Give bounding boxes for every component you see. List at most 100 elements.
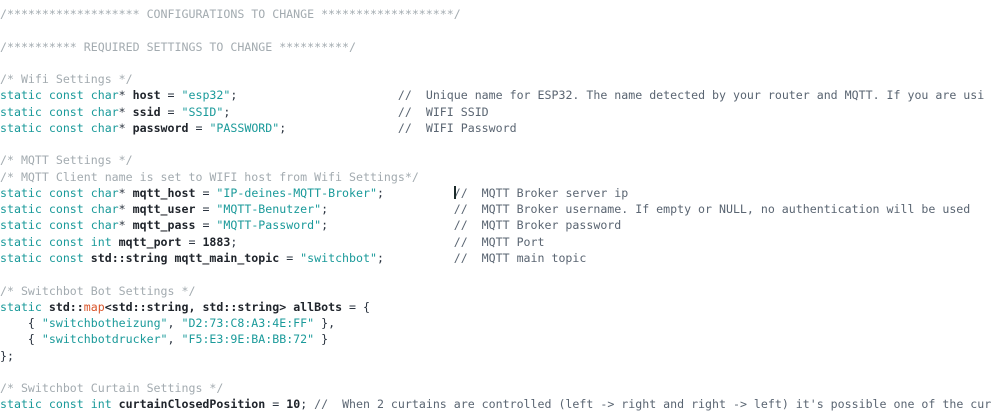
code-line-blank[interactable] — [0, 266, 1007, 282]
comment-gap — [286, 121, 398, 135]
comment-gap — [384, 251, 454, 265]
code-line[interactable]: /* Switchbot Curtain Settings */ — [0, 380, 1007, 396]
code-line[interactable]: static const char* mqtt_host = "IP-deine… — [0, 185, 1007, 201]
token-bcom: /* MQTT Client name is set to WIFI host … — [0, 169, 419, 184]
code-line[interactable]: }; — [0, 348, 1007, 364]
token-punc: }; — [0, 348, 14, 363]
token-plain: * — [118, 104, 133, 119]
token-id: ssid — [132, 104, 161, 119]
code-line[interactable]: static const char* host = "esp32"; // Un… — [0, 87, 1007, 103]
token-id: mqtt_host — [132, 185, 196, 200]
token-punc: ; — [223, 104, 231, 119]
token-id: mqtt_pass — [132, 218, 196, 233]
token-plain: = — [195, 202, 217, 217]
token-kw: static const char — [0, 104, 119, 119]
code-line-blank[interactable] — [0, 364, 1007, 380]
token-plain: * — [118, 185, 133, 200]
code-line[interactable]: static const char* ssid = "SSID"; // WIF… — [0, 104, 1007, 120]
token-kw: static const char — [0, 120, 119, 135]
code-line[interactable]: static std::map<std::string, std::string… — [0, 299, 1007, 315]
token-kw: static const char — [0, 185, 119, 200]
inline-comment: // Unique name for ESP32. The name detec… — [397, 88, 985, 103]
token-id: <std::string, std::string> allBots — [104, 299, 343, 314]
token-punc: } — [314, 332, 329, 347]
code-line[interactable]: /* MQTT Client name is set to WIFI host … — [0, 169, 1007, 185]
token-id: host — [132, 88, 161, 103]
code-line[interactable]: static const std::string mqtt_main_topic… — [0, 250, 1007, 266]
code-line[interactable]: /********** REQUIRED SETTINGS TO CHANGE … — [0, 39, 1007, 55]
inline-comment: // WIFI SSID — [397, 104, 489, 119]
token-bcom: /* Switchbot Curtain Settings */ — [0, 381, 224, 396]
token-id: std::string mqtt_main_topic — [90, 250, 280, 265]
token-punc: { — [363, 299, 370, 314]
token-punc: , — [167, 332, 182, 347]
token-bcom: /******************* CONFIGURATIONS TO C… — [0, 7, 461, 21]
token-plain: = — [160, 88, 182, 103]
inline-comment: // When 2 curtains are controlled (left … — [314, 397, 992, 412]
inline-comment: // MQTT Port — [453, 234, 545, 249]
code-line[interactable]: /******************* CONFIGURATIONS TO C… — [0, 6, 1007, 22]
comment-gap — [237, 88, 398, 102]
token-punc: ; — [279, 120, 287, 135]
code-line[interactable]: static const char* mqtt_pass = "MQTT-Pas… — [0, 217, 1007, 233]
code-line[interactable]: static const char* password = "PASSWORD"… — [0, 120, 1007, 136]
token-str: "switchbotdrucker" — [41, 332, 168, 347]
code-text-area[interactable]: /******************* CONFIGURATIONS TO C… — [0, 6, 1007, 413]
token-plain: = — [342, 299, 364, 314]
comment-gap — [328, 218, 454, 232]
token-kw: static const char — [0, 88, 119, 103]
token-punc: { — [27, 316, 42, 331]
token-id: std:: — [41, 299, 84, 314]
inline-comment: // MQTT Broker password — [453, 218, 622, 233]
token-id: password — [132, 120, 189, 135]
code-line[interactable]: /* Switchbot Bot Settings */ — [0, 283, 1007, 299]
token-punc: ; — [300, 397, 308, 412]
code-line[interactable]: { "switchbotdrucker", "F5:E3:9E:BA:BB:72… — [0, 331, 1007, 347]
code-line[interactable]: static const char* mqtt_user = "MQTT-Ben… — [0, 201, 1007, 217]
token-plain: = — [279, 250, 301, 265]
token-str: "D2:73:C8:A3:4E:FF" — [181, 316, 315, 331]
comment-gap — [237, 235, 453, 249]
token-punc: ; — [230, 88, 238, 103]
token-kw: static const int — [0, 234, 112, 249]
text-cursor-caret — [453, 185, 456, 199]
token-str: "PASSWORD" — [209, 120, 280, 135]
token-str: "esp32" — [181, 88, 231, 103]
token-plain: = — [188, 120, 210, 135]
token-plain — [112, 397, 119, 411]
inline-comment: // MQTT Broker username. If empty or NUL… — [453, 202, 971, 217]
token-punc: ; — [376, 250, 384, 265]
token-str: "F5:E3:9E:BA:BB:72" — [181, 332, 315, 347]
token-bcom: /* MQTT Settings */ — [0, 153, 133, 168]
token-bcom: /* Wifi Settings */ — [0, 72, 133, 87]
indent-space — [0, 316, 28, 330]
token-punc: , — [167, 316, 182, 331]
inline-comment: // MQTT main topic — [453, 250, 587, 265]
token-punc: ; — [230, 234, 238, 249]
comment-gap — [328, 202, 454, 216]
code-line[interactable]: static const int curtainClosedPosition =… — [0, 396, 1007, 412]
token-punc: }, — [314, 316, 336, 331]
token-id: mqtt_user — [132, 202, 196, 217]
code-line-blank[interactable] — [0, 136, 1007, 152]
code-line[interactable]: /* MQTT Settings */ — [0, 152, 1007, 168]
code-line[interactable]: static const int mqtt_port = 1883; // MQ… — [0, 234, 1007, 250]
token-id: mqtt_port — [118, 234, 182, 249]
code-line-blank[interactable] — [0, 55, 1007, 71]
token-plain: * — [118, 88, 133, 103]
token-plain — [84, 251, 91, 265]
token-kw: static const int — [0, 397, 112, 412]
token-plain: = — [195, 218, 217, 233]
code-line[interactable]: { "switchbotheizung", "D2:73:C8:A3:4E:FF… — [0, 315, 1007, 331]
token-str: "switchbot" — [300, 250, 377, 265]
token-str: "IP-deines-MQTT-Broker" — [216, 185, 377, 200]
token-plain: = — [160, 104, 182, 119]
token-kw: static const char — [0, 218, 119, 233]
token-type: map — [83, 299, 105, 314]
code-line-blank[interactable] — [0, 22, 1007, 38]
token-str: "SSID" — [181, 104, 224, 119]
token-str: "switchbotheizung" — [41, 316, 168, 331]
code-line[interactable]: /* Wifi Settings */ — [0, 71, 1007, 87]
token-plain: * — [118, 218, 133, 233]
